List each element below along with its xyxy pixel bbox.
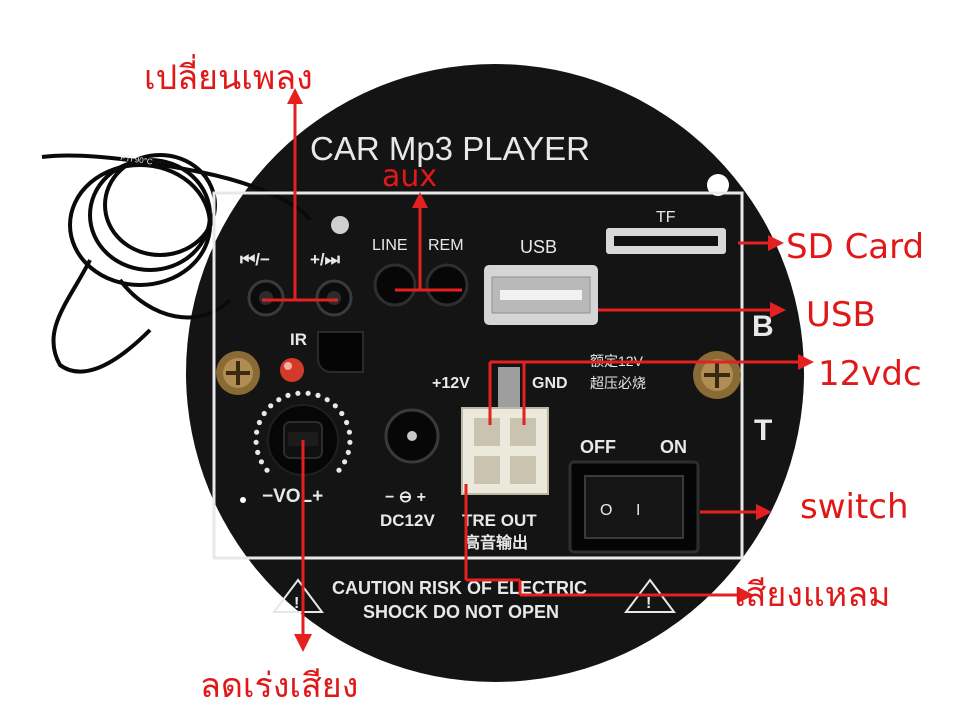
connector-pin xyxy=(474,456,500,484)
prev-label: ⏮/− xyxy=(240,250,270,269)
mounting-hole xyxy=(240,497,246,503)
line-jack[interactable] xyxy=(373,263,417,307)
connector-latch xyxy=(498,367,520,407)
power-switch-rocker xyxy=(584,475,684,539)
tre-out-label: TRE OUT xyxy=(462,511,537,530)
treble-pointer xyxy=(464,484,754,603)
volume-scale-dot xyxy=(258,459,264,465)
volume-scale-dot xyxy=(305,390,311,396)
volume-scale-dot xyxy=(324,397,330,403)
rem-label: REM xyxy=(428,237,464,254)
volume-scale-dot xyxy=(339,410,345,417)
ir-window xyxy=(331,216,349,234)
annotation-treble: เสียงแหลม xyxy=(734,575,890,615)
annotation-aux: aux xyxy=(382,159,437,194)
annotation-switch: switch xyxy=(800,487,909,527)
bt-label-t: T xyxy=(754,414,772,447)
panel-title: CAR Mp3 PLAYER xyxy=(310,130,590,167)
svg-text:!: ! xyxy=(294,595,299,612)
volume-scale-dot xyxy=(261,410,267,417)
volume-scale-dot xyxy=(255,449,261,455)
svg-text:!: ! xyxy=(646,595,651,612)
connector-pin xyxy=(474,418,500,446)
next-label: +/⏭ xyxy=(310,250,341,269)
warning-triangle-left-icon: ! xyxy=(272,578,324,613)
bt-label-b: B xyxy=(752,310,774,343)
volume-scale-dot xyxy=(315,392,321,398)
power-pointer xyxy=(488,354,814,425)
volume-label: −VOL+ xyxy=(262,486,323,507)
caution-line-2: SHOCK DO NOT OPEN xyxy=(363,602,559,622)
aux-pointer xyxy=(395,192,462,292)
tf-slot-opening xyxy=(614,236,718,246)
volume-scale-dot xyxy=(347,439,353,445)
volume-scale-dots xyxy=(253,390,353,473)
status-led xyxy=(280,358,304,382)
volume-scale-dot xyxy=(276,397,282,403)
rem-jack[interactable] xyxy=(425,263,469,307)
annotation-12vdc: 12vdc xyxy=(818,354,922,394)
ir-label: IR xyxy=(290,330,307,349)
volume-scale-dot xyxy=(285,392,291,398)
volume-scale-dot xyxy=(346,429,352,435)
dc-polarity-label: − ⊖ + xyxy=(385,489,426,506)
mounting-hole xyxy=(707,174,729,196)
volume-pointer xyxy=(294,440,312,652)
switch-o-mark: O xyxy=(600,502,612,519)
annotation-change-song: เปลี่ยนเพลง xyxy=(144,54,313,98)
volume-scale-dot xyxy=(256,419,262,426)
screw-right-icon xyxy=(693,351,741,399)
mounting-hole xyxy=(492,683,504,695)
off-label: OFF xyxy=(580,437,616,457)
annotation-sd-card: SD Card xyxy=(786,227,924,267)
switch-i-mark: I xyxy=(636,502,640,519)
next-button-cap xyxy=(327,291,341,305)
ir-receiver xyxy=(317,331,364,373)
antenna-wire-icon xyxy=(41,153,312,374)
switch-pointer xyxy=(700,504,772,520)
annotation-usb: USB xyxy=(806,295,876,335)
panel-frame xyxy=(212,191,744,560)
line-label: LINE xyxy=(372,237,408,254)
dc-jack-pin xyxy=(407,431,417,441)
prev-button-cap xyxy=(259,291,273,305)
volume-scale-dot xyxy=(344,419,350,426)
volume-scale-dot xyxy=(332,403,338,409)
usb-label: USB xyxy=(520,237,557,257)
volume-scale-dot xyxy=(264,467,270,473)
sd-card-pointer xyxy=(738,235,784,251)
volume-scale-dot xyxy=(254,429,260,435)
usb-tongue xyxy=(500,290,582,300)
volume-scale-dot xyxy=(268,403,274,409)
mounting-hole xyxy=(256,99,278,121)
annotation-volume: ลดเร่งเสียง xyxy=(200,666,358,706)
volume-scale-dot xyxy=(342,459,348,465)
tre-out-cn: 高音输出 xyxy=(464,533,528,552)
connector-pin xyxy=(510,456,536,484)
caution-line-1: CAUTION RISK OF ELECTRIC xyxy=(332,578,587,598)
led-highlight xyxy=(284,362,292,370)
volume-scale-dot xyxy=(336,467,342,473)
volume-scale-dot xyxy=(253,439,259,445)
plus12v-label: +12V xyxy=(432,375,470,392)
dc12v-label: DC12V xyxy=(380,511,435,530)
rated-cn-2: 超压必烧 xyxy=(590,375,646,391)
usb-pointer xyxy=(598,302,786,318)
volume-scale-dot xyxy=(345,449,351,455)
gnd-label: GND xyxy=(532,375,568,392)
change-song-pointer xyxy=(262,88,338,302)
on-label: ON xyxy=(660,437,687,457)
tf-label: TF xyxy=(656,209,676,226)
volume-scale-dot xyxy=(295,390,301,396)
screw-left-icon xyxy=(216,351,260,395)
